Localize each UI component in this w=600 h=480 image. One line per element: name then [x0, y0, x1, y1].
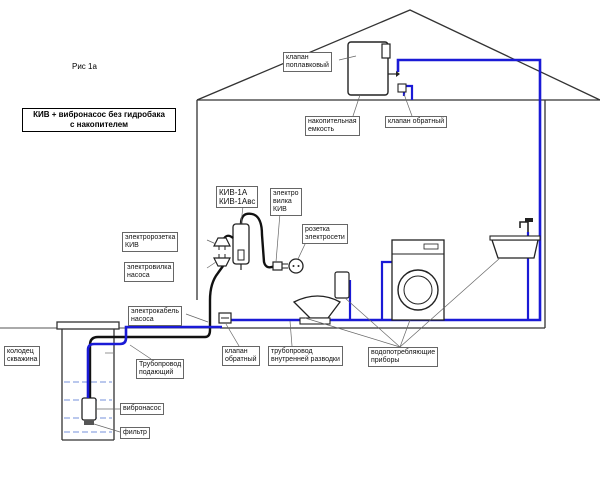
mains-socket	[288, 258, 304, 274]
label-kiv-plug-l3: КИВ	[273, 206, 287, 213]
label-well: колодец скважина	[4, 346, 41, 366]
label-supply-pipe: Трубопровод подающий	[136, 359, 185, 379]
kiv-plug	[272, 261, 288, 271]
house-outline	[196, 9, 600, 329]
label-pump-cable-l1: электрокабель	[131, 308, 179, 315]
label-storage-tank-l2: емкость	[308, 126, 335, 133]
label-kiv-socket-l2: КИВ	[125, 242, 139, 249]
label-supply-pipe-l2: подающий	[139, 369, 174, 376]
label-pump-l1: вибронасос	[123, 405, 162, 412]
leader-lines	[93, 55, 501, 433]
label-mains-socket: розетка электросети	[302, 224, 348, 244]
label-pump-plug: электровилка насоса	[124, 262, 175, 282]
label-well-l1: колодец	[7, 348, 34, 355]
label-float-valve-l1: клапан	[286, 54, 309, 61]
well-shaft	[56, 321, 120, 441]
label-filter-l1: фильтр	[123, 429, 147, 436]
check-valve-bottom	[218, 312, 232, 324]
pump-plug	[213, 254, 231, 267]
label-kiv-plug-l2: вилка	[273, 198, 292, 205]
vibration-pump	[81, 397, 97, 425]
label-kiv-plug: электро вилка КИВ	[270, 188, 302, 216]
label-kiv-socket-l1: электророзетка	[125, 234, 176, 241]
label-pump-plug-l2: насоса	[127, 272, 150, 279]
label-check-valve-top-l1: клапан обратный	[388, 118, 445, 125]
label-mains-socket-l1: розетка	[305, 226, 330, 233]
label-check-valve-top: клапан обратный	[385, 116, 448, 128]
label-well-l2: скважина	[7, 356, 38, 363]
label-kiv-socket: электророзетка КИВ	[122, 232, 179, 252]
supply-pipe	[86, 325, 222, 398]
label-kiv-model-l1: КИВ-1А	[219, 188, 248, 197]
label-float-valve-l2: поплавковый	[286, 62, 329, 69]
label-consumers-l2: приборы	[371, 357, 400, 364]
label-internal-pipe-l2: внутренней разводки	[271, 356, 340, 363]
pipe-to-washer	[380, 260, 392, 320]
label-consumers: водопотребляющие приборы	[368, 347, 439, 367]
label-pump-plug-l1: электровилка	[127, 264, 172, 271]
kiv-device	[232, 223, 250, 270]
label-mains-socket-l2: электросети	[305, 234, 345, 241]
pump-cable	[88, 265, 224, 398]
label-pump-cable-l2: насоса	[131, 316, 154, 323]
label-internal-pipe: трубопровод внутренней разводки	[268, 346, 343, 366]
storage-tank	[347, 41, 407, 96]
toilet	[292, 271, 350, 325]
label-kiv-plug-l1: электро	[273, 190, 299, 197]
label-supply-pipe-l1: Трубопровод	[139, 361, 182, 368]
kiv-socket	[213, 237, 231, 250]
label-consumers-l1: водопотребляющие	[371, 349, 436, 356]
label-storage-tank-l1: накопительная	[308, 118, 357, 125]
diagram-title-line1: КИВ + вибронасос без гидробака	[33, 110, 165, 119]
label-float-valve: клапан поплавковый	[283, 52, 332, 72]
label-pump: вибронасос	[120, 403, 165, 415]
sink	[489, 218, 541, 259]
label-kiv-model-l2: КИВ-1Авс	[219, 197, 256, 206]
label-check-valve-bottom-l2: обратный	[225, 356, 257, 363]
kiv-cable	[239, 212, 276, 269]
label-check-valve-bottom-l1: клапан	[225, 348, 248, 355]
label-internal-pipe-l1: трубопровод	[271, 348, 313, 355]
label-kiv-model: КИВ-1А КИВ-1Авс	[216, 186, 259, 208]
label-storage-tank: накопительная емкость	[305, 116, 360, 136]
label-check-valve-bottom: клапан обратный	[222, 346, 260, 366]
diagram-title: КИВ + вибронасос без гидробака с накопит…	[22, 108, 176, 132]
diagram-title-line2: с накопителем	[69, 120, 129, 129]
label-filter: фильтр	[120, 427, 150, 439]
washing-machine	[391, 239, 445, 321]
figure-caption: Рис 1а	[72, 62, 97, 71]
internal-pipe	[222, 58, 542, 322]
label-pump-cable: электрокабель насоса	[128, 306, 182, 326]
